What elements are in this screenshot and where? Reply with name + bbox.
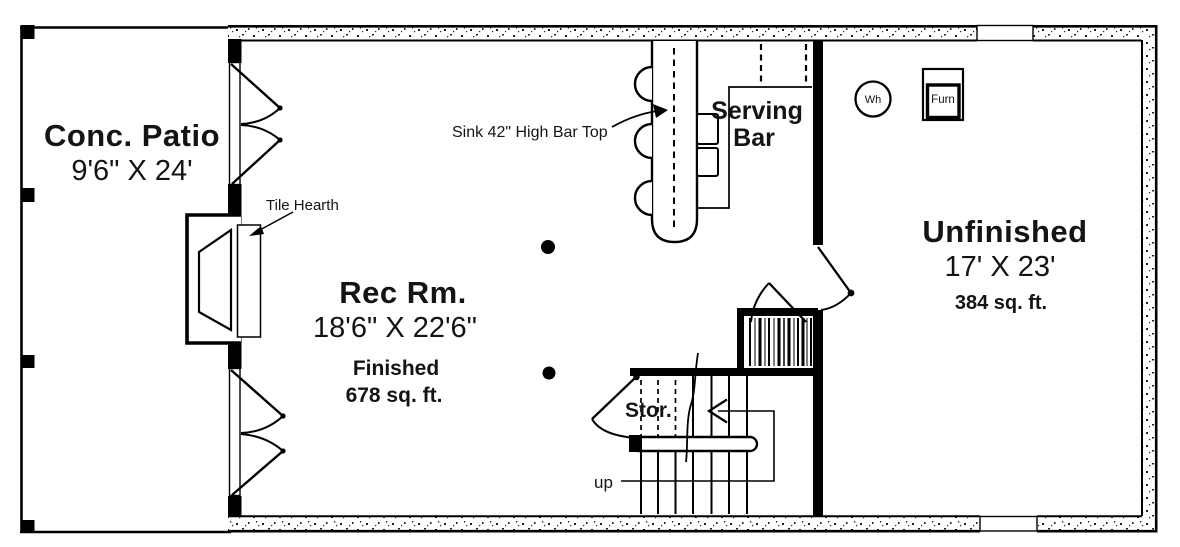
furnace-label: Furn xyxy=(931,94,955,106)
rec-room-dims: 18'6" X 22'6" xyxy=(313,312,477,344)
patio-posts xyxy=(20,25,35,533)
serving-bar-label-2: Bar xyxy=(733,124,775,152)
tile-hearth-arrow xyxy=(249,211,294,236)
closet xyxy=(737,308,818,370)
bar-stool xyxy=(633,122,653,160)
french-door-lower xyxy=(230,369,286,496)
patio-post xyxy=(20,520,35,533)
handrail-post xyxy=(629,435,642,452)
closet-door xyxy=(750,282,807,323)
serving-bar-label-1: Serving xyxy=(711,97,803,125)
stairs xyxy=(591,352,818,514)
bar-counter-edge xyxy=(697,86,812,209)
rec-room-area: 678 sq. ft. xyxy=(346,384,443,407)
bar-sink-basin xyxy=(696,147,719,177)
up-arrow xyxy=(621,398,775,482)
window-bottom xyxy=(979,514,1038,533)
water-heater-label: Wh xyxy=(865,94,882,106)
bar-stool xyxy=(633,179,653,217)
storage-shelves-dashed xyxy=(640,380,677,436)
firebox xyxy=(197,227,233,332)
support-post-dot xyxy=(542,366,556,380)
furnace xyxy=(921,67,965,122)
exterior-walls xyxy=(228,24,1158,533)
patio-post xyxy=(20,188,35,202)
partition-wall xyxy=(813,40,823,516)
door-to-unfinished xyxy=(817,246,855,311)
storage-label: Stor. xyxy=(625,399,672,422)
unfinished-area: 384 sq. ft. xyxy=(955,292,1047,314)
rec-room-name: Rec Rm. xyxy=(339,275,467,310)
closet-hatch xyxy=(749,318,812,366)
sink-label-arrow xyxy=(611,104,668,128)
patio-post xyxy=(20,355,35,368)
french-door-lower-frame xyxy=(228,367,241,497)
storage-door xyxy=(591,373,640,439)
french-door-upper-frame xyxy=(228,61,241,186)
tile-hearth xyxy=(236,224,262,338)
up-label: up xyxy=(594,473,613,492)
window-top xyxy=(976,23,1034,43)
bar-stool xyxy=(633,65,653,103)
unfinished-dims: 17' X 23' xyxy=(944,251,1055,283)
support-post-dot xyxy=(541,240,555,254)
patio-outline xyxy=(20,26,231,534)
patio-dims: 9'6" X 24' xyxy=(71,155,192,187)
stair-handrail xyxy=(629,435,759,453)
french-door-upper xyxy=(230,63,283,185)
bar-sink-basin xyxy=(696,113,719,145)
unfinished-name: Unfinished xyxy=(922,214,1087,249)
patio-post xyxy=(20,25,35,39)
rec-room-status: Finished xyxy=(353,357,439,380)
stair-break-line xyxy=(685,352,699,463)
serving-bar xyxy=(633,41,812,244)
sink-label: Sink 42" High Bar Top xyxy=(452,124,608,141)
tile-hearth-label: Tile Hearth xyxy=(266,197,339,214)
fireplace xyxy=(185,213,262,345)
storage-wall xyxy=(630,368,818,376)
patio-name: Conc. Patio xyxy=(44,118,220,153)
water-heater xyxy=(854,80,892,118)
